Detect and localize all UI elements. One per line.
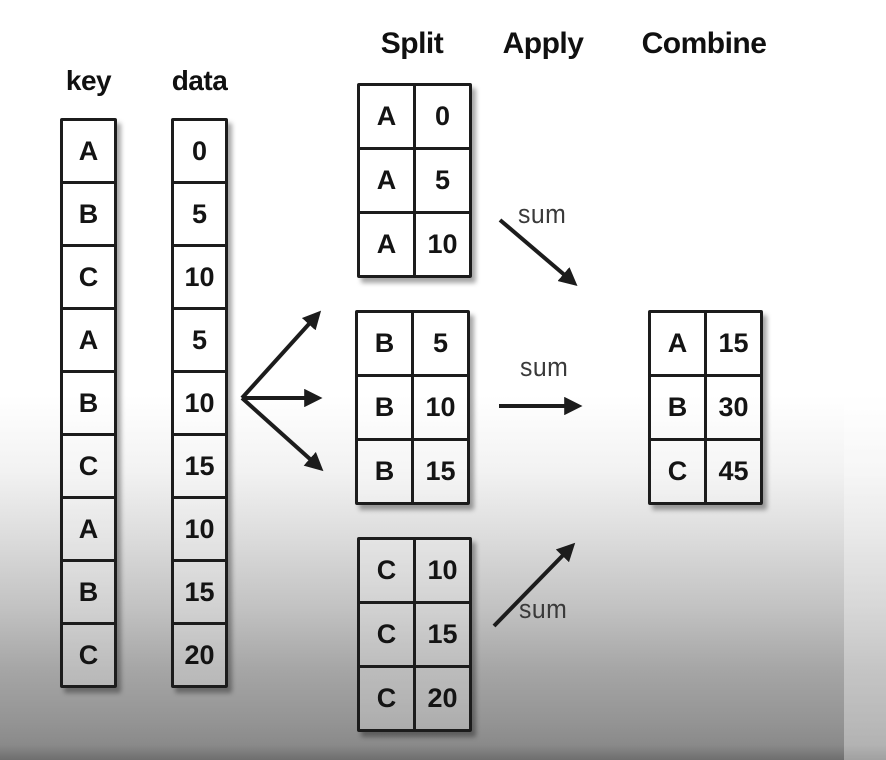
group-value-cell: 15 <box>413 604 469 665</box>
table-row: B 15 <box>358 438 467 502</box>
table-row: B 5 <box>358 313 467 374</box>
key-cell: A <box>63 121 114 181</box>
group-key-cell: B <box>358 377 411 438</box>
table-row: A 5 <box>360 147 469 211</box>
result-key-cell: C <box>651 441 704 502</box>
result-value-cell: 30 <box>704 377 760 438</box>
key-column-table: A B C A B C A B C <box>60 118 117 688</box>
data-cell: 5 <box>174 181 225 244</box>
group-key-cell: B <box>358 313 411 374</box>
sum-label-b: sum <box>520 352 569 382</box>
group-value-cell: 15 <box>411 441 467 502</box>
key-cell: B <box>63 181 114 244</box>
group-value-cell: 10 <box>411 377 467 438</box>
sum-label-a: sum <box>518 199 567 229</box>
group-value-cell: 10 <box>413 214 469 275</box>
table-row: B 10 <box>358 374 467 438</box>
data-cell: 0 <box>174 121 225 181</box>
group-key-cell: C <box>360 540 413 601</box>
key-cell: C <box>63 622 114 685</box>
table-row: C 20 <box>360 665 469 729</box>
combine-stage-label: Combine <box>641 27 767 60</box>
split-table-group-c: C 10 C 15 C 20 <box>357 537 472 732</box>
table-row: C 45 <box>651 438 760 502</box>
data-column-label: data <box>171 65 228 96</box>
split-table-group-a: A 0 A 5 A 10 <box>357 83 472 278</box>
key-cell: B <box>63 370 114 433</box>
group-value-cell: 5 <box>413 150 469 211</box>
sum-label-c: sum <box>519 594 568 624</box>
group-value-cell: 0 <box>413 86 469 147</box>
apply-sum-arrow-a <box>498 218 578 286</box>
fanout-arrow-bottom <box>240 396 324 472</box>
group-key-cell: A <box>360 214 413 275</box>
data-column-table: 0 5 10 5 10 15 10 15 20 <box>171 118 228 688</box>
data-cell: 10 <box>174 496 225 559</box>
group-value-cell: 5 <box>411 313 467 374</box>
group-key-cell: C <box>360 604 413 665</box>
key-cell: A <box>63 307 114 370</box>
result-value-cell: 45 <box>704 441 760 502</box>
table-row: A 0 <box>360 86 469 147</box>
table-row: C 15 <box>360 601 469 665</box>
combine-result-table: A 15 B 30 C 45 <box>648 310 763 505</box>
key-cell: A <box>63 496 114 559</box>
data-cell: 20 <box>174 622 225 685</box>
key-cell: C <box>63 433 114 496</box>
apply-sum-arrow-c <box>492 542 576 628</box>
group-value-cell: 20 <box>413 668 469 729</box>
table-row: C 10 <box>360 540 469 601</box>
split-table-group-b: B 5 B 10 B 15 <box>355 310 470 505</box>
data-cell: 5 <box>174 307 225 370</box>
data-cell: 10 <box>174 370 225 433</box>
result-key-cell: B <box>651 377 704 438</box>
data-cell: 15 <box>174 559 225 622</box>
group-key-cell: A <box>360 86 413 147</box>
table-row: A 15 <box>651 313 760 374</box>
key-cell: C <box>63 244 114 307</box>
table-row: B 30 <box>651 374 760 438</box>
key-column-label: key <box>65 65 112 96</box>
result-value-cell: 15 <box>704 313 760 374</box>
group-key-cell: A <box>360 150 413 211</box>
table-row: A 10 <box>360 211 469 275</box>
group-value-cell: 10 <box>413 540 469 601</box>
key-cell: B <box>63 559 114 622</box>
apply-stage-label: Apply <box>502 27 584 60</box>
split-stage-label: Split <box>380 27 444 60</box>
fanout-arrow-top <box>240 310 322 400</box>
data-cell: 10 <box>174 244 225 307</box>
group-key-cell: B <box>358 441 411 502</box>
group-key-cell: C <box>360 668 413 729</box>
data-cell: 15 <box>174 433 225 496</box>
result-key-cell: A <box>651 313 704 374</box>
